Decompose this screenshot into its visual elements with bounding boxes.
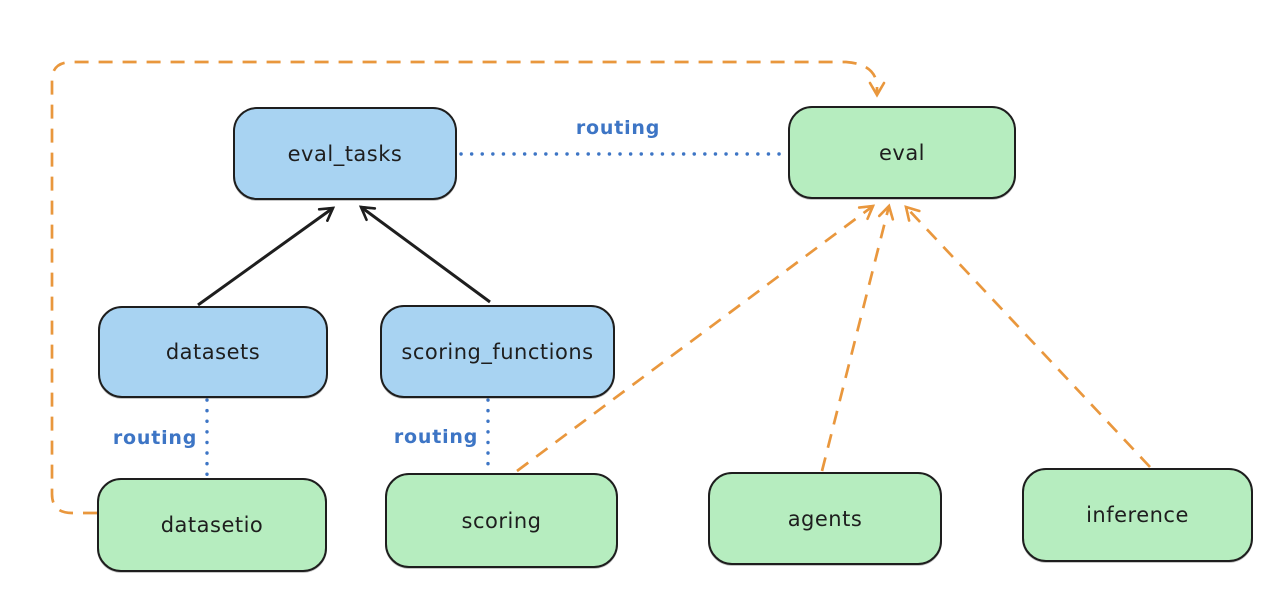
- node-eval-tasks-label: eval_tasks: [287, 141, 403, 166]
- node-inference-label: inference: [1086, 503, 1189, 527]
- node-scoring: scoring: [385, 473, 618, 568]
- node-eval: eval: [788, 106, 1016, 199]
- edge-agents-to-eval: [820, 203, 895, 472]
- node-scoring-functions-label: scoring_functions: [401, 339, 594, 364]
- node-datasets-label: datasets: [165, 340, 261, 364]
- edge-label-routing-datasets-datasetio: routing: [112, 427, 198, 449]
- node-inference: inference: [1022, 468, 1253, 562]
- edge-datasetio-to-eval: [50, 60, 886, 515]
- edge-scoring-to-eval: [516, 204, 876, 473]
- node-datasetio-label: datasetio: [160, 513, 264, 537]
- node-datasets: datasets: [98, 306, 328, 398]
- edge-inference-to-eval: [904, 205, 1151, 468]
- node-agents-label: agents: [787, 506, 863, 531]
- edge-label-routing-eval-tasks-eval: routing: [575, 117, 661, 139]
- node-eval-tasks: eval_tasks: [233, 107, 457, 200]
- node-scoring-functions: scoring_functions: [380, 305, 615, 398]
- node-datasetio: datasetio: [97, 478, 327, 572]
- node-agents: agents: [708, 472, 942, 565]
- node-eval-label: eval: [878, 140, 926, 165]
- node-scoring-label: scoring: [461, 508, 542, 533]
- edge-label-routing-scoring-functions-scoring: routing: [393, 426, 479, 448]
- edge-datasets-to-eval-tasks: [197, 206, 336, 307]
- edge-scoring-functions-to-eval-tasks: [358, 205, 491, 304]
